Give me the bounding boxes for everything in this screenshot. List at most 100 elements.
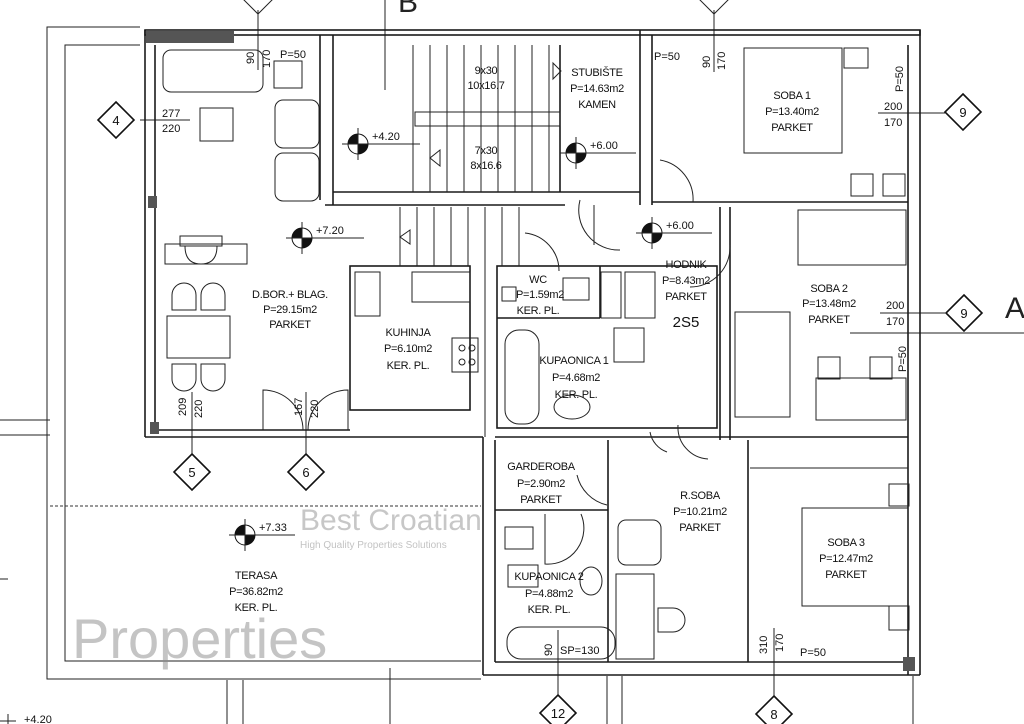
svg-text:90: 90: [701, 56, 713, 68]
svg-text:200: 200: [884, 101, 902, 113]
svg-text:+6.00: +6.00: [666, 220, 694, 232]
svg-text:KER. PL.: KER. PL.: [517, 305, 560, 317]
level-marker-icon: +6.00: [636, 217, 712, 249]
svg-text:310: 310: [758, 636, 770, 654]
axis-marker-8: 8: [754, 694, 794, 724]
svg-text:12: 12: [551, 706, 565, 721]
room-study: R.SOBA P=10.21m2 PARKET: [673, 490, 727, 534]
svg-text:KUPAONICA 1: KUPAONICA 1: [539, 355, 608, 367]
svg-text:P=29.15m2: P=29.15m2: [263, 304, 317, 316]
axis-marker-12: 12: [538, 693, 578, 724]
svg-text:PARKET: PARKET: [665, 291, 707, 303]
svg-text:+7.33: +7.33: [259, 522, 287, 534]
svg-text:KUHINJA: KUHINJA: [386, 327, 432, 339]
svg-text:P=50: P=50: [280, 49, 306, 61]
terrace-outline: [46, 26, 481, 680]
svg-text:PARKET: PARKET: [679, 522, 721, 534]
axis-marker-9: 9: [943, 92, 983, 132]
svg-text:P=50: P=50: [654, 51, 680, 63]
axis-letter-b: B: [398, 0, 418, 19]
stair-lower-1: 7x30: [475, 145, 498, 157]
furniture: [162, 47, 910, 660]
room-labels: D.BOR.+ BLAG. P=29.15m2 PARKET STUBIŠTE …: [229, 66, 873, 616]
svg-text:PARKET: PARKET: [808, 314, 850, 326]
axis-marker-5: 5: [172, 452, 212, 492]
axis-marker-4: 4: [96, 100, 136, 140]
svg-text:P=4.88m2: P=4.88m2: [525, 588, 573, 600]
svg-text:170: 170: [884, 117, 902, 129]
level-marker-icon: +7.20: [286, 222, 364, 254]
room-bedroom-2: SOBA 2 P=13.48m2 PARKET: [802, 283, 856, 326]
svg-text:P=50: P=50: [894, 66, 906, 92]
svg-text:P=12.47m2: P=12.47m2: [819, 553, 873, 565]
svg-text:P=13.40m2: P=13.40m2: [765, 106, 819, 118]
svg-text:TERASA: TERASA: [235, 570, 278, 582]
axis-markers: 4 9 9 5 6 12 8 B A: [96, 0, 1024, 724]
stair-upper-2: 10x16.7: [467, 80, 504, 92]
svg-text:KER. PL.: KER. PL.: [555, 389, 598, 401]
elevation-markers: +4.20 +7.20 +6.00 +6.00 +7.33 +4.20: [0, 128, 712, 724]
room-stairwell: STUBIŠTE P=14.63m2 KAMEN: [570, 66, 624, 111]
unit-code: 2S5: [673, 314, 700, 331]
watermark: Best Croatian High Quality Properties So…: [72, 504, 482, 670]
svg-text:220: 220: [162, 123, 180, 135]
watermark-line1: Best Croatian: [300, 504, 482, 537]
svg-text:D.BOR.+ BLAG.: D.BOR.+ BLAG.: [252, 289, 328, 301]
axis-letter-a: A: [1005, 292, 1024, 325]
svg-text:KUPAONICA 2: KUPAONICA 2: [514, 571, 583, 583]
svg-text:170: 170: [261, 50, 273, 68]
stair-lower-2: 8x16.6: [470, 160, 501, 172]
svg-text:+4.20: +4.20: [372, 131, 400, 143]
svg-text:P=8.43m2: P=8.43m2: [662, 275, 710, 287]
svg-text:P=4.68m2: P=4.68m2: [552, 372, 600, 384]
room-wardrobe: GARDEROBA P=2.90m2 PARKET: [507, 461, 576, 506]
svg-text:P=50: P=50: [800, 647, 826, 659]
axis-marker-9b: 9: [944, 293, 984, 333]
room-terrace: TERASA P=36.82m2 KER. PL.: [229, 570, 283, 614]
svg-text:SOBA 2: SOBA 2: [810, 283, 848, 295]
svg-text:+4.20: +4.20: [24, 714, 52, 724]
svg-text:STUBIŠTE: STUBIŠTE: [571, 66, 622, 79]
room-hallway: HODNIK P=8.43m2 PARKET 2S5: [662, 259, 711, 331]
svg-text:P=36.82m2: P=36.82m2: [229, 586, 283, 598]
svg-text:8: 8: [770, 707, 777, 722]
svg-text:KER. PL.: KER. PL.: [528, 604, 571, 616]
watermark-line3: High Quality Properties Solutions: [300, 540, 447, 551]
svg-text:PARKET: PARKET: [771, 122, 813, 134]
svg-text:+6.00: +6.00: [590, 140, 618, 152]
svg-text:SP=130: SP=130: [560, 645, 599, 657]
dimensions: 277 220 P=50 90 170 P=50 90 170 P=50 200…: [162, 49, 909, 659]
level-marker-icon: +4.20: [342, 128, 420, 160]
staircase: 9x30 10x16.7 7x30 8x16.6: [399, 45, 562, 437]
svg-text:P=10.21m2: P=10.21m2: [673, 506, 727, 518]
svg-text:6: 6: [302, 465, 309, 480]
svg-text:277: 277: [162, 108, 180, 120]
svg-text:GARDEROBA: GARDEROBA: [507, 461, 576, 473]
svg-text:90: 90: [543, 644, 555, 656]
level-marker-icon: +7.33: [229, 519, 295, 551]
svg-text:P=13.48m2: P=13.48m2: [802, 298, 856, 310]
level-marker-icon: +4.20: [0, 714, 52, 724]
svg-text:9: 9: [959, 105, 966, 120]
room-living-dining: D.BOR.+ BLAG. P=29.15m2 PARKET: [252, 289, 328, 331]
svg-text:170: 170: [886, 316, 904, 328]
svg-text:SOBA 1: SOBA 1: [773, 90, 811, 102]
svg-text:P=50: P=50: [897, 346, 909, 372]
room-kitchen: KUHINJA P=6.10m2 KER. PL.: [384, 327, 433, 372]
svg-text:167: 167: [293, 398, 305, 416]
svg-text:170: 170: [774, 634, 786, 652]
svg-text:KER. PL.: KER. PL.: [387, 360, 430, 372]
svg-text:209: 209: [177, 398, 189, 416]
room-bedroom-3: SOBA 3 P=12.47m2 PARKET: [819, 537, 873, 581]
room-bathroom-2: KUPAONICA 2 P=4.88m2 KER. PL.: [514, 571, 584, 616]
svg-text:170: 170: [716, 52, 728, 70]
stair-upper-1: 9x30: [475, 65, 498, 77]
svg-text:PARKET: PARKET: [269, 319, 311, 331]
svg-text:220: 220: [193, 400, 205, 418]
svg-text:P=6.10m2: P=6.10m2: [384, 343, 432, 355]
svg-text:P=1.59m2: P=1.59m2: [516, 289, 564, 301]
svg-text:KAMEN: KAMEN: [578, 99, 616, 111]
svg-text:R.SOBA: R.SOBA: [680, 490, 721, 502]
svg-text:220: 220: [309, 400, 321, 418]
